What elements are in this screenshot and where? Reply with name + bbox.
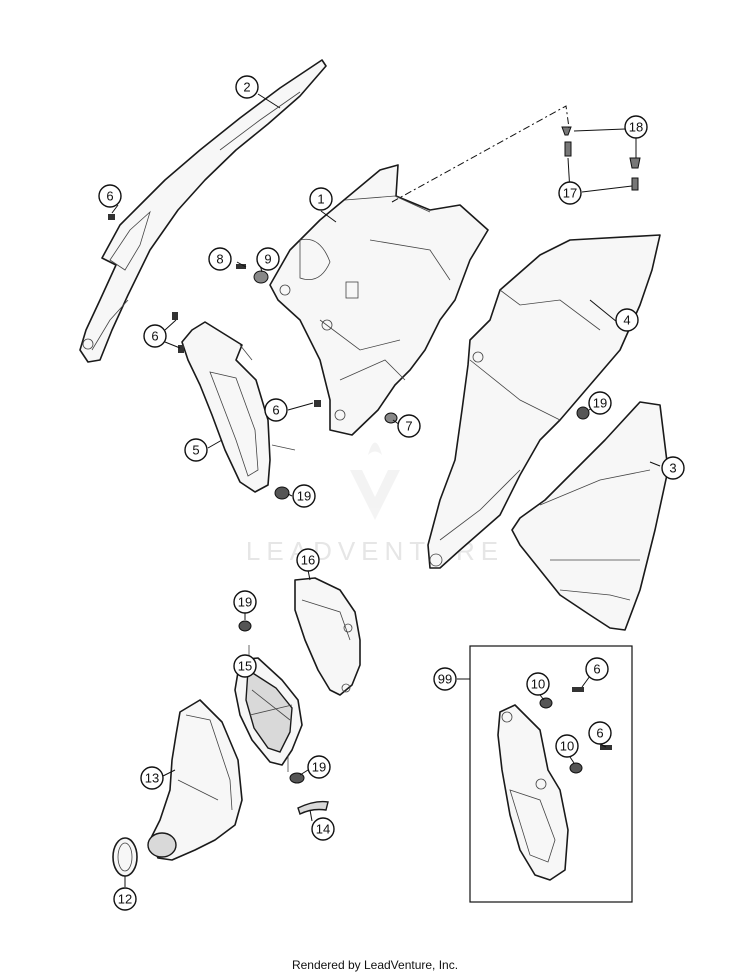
svg-text:15: 15 (238, 659, 252, 674)
svg-text:18: 18 (629, 120, 643, 135)
callout-17: 17 (558, 181, 582, 205)
svg-text:19: 19 (312, 760, 326, 775)
svg-text:17: 17 (563, 186, 577, 201)
callout-19-filter-bottom: 19 (307, 755, 331, 779)
svg-text:19: 19 (238, 595, 252, 610)
svg-text:19: 19 (297, 489, 311, 504)
svg-text:99: 99 (438, 672, 452, 687)
callout-8: 8 (208, 247, 232, 271)
part-5-bracket (181, 321, 296, 493)
svg-text:9: 9 (264, 252, 271, 267)
svg-text:1: 1 (317, 192, 324, 207)
svg-text:7: 7 (405, 419, 412, 434)
callout-4: 4 (615, 308, 639, 332)
callout-13: 13 (140, 766, 164, 790)
callout-6-center: 6 (264, 398, 288, 422)
hardware-group (108, 126, 641, 784)
svg-text:10: 10 (560, 739, 574, 754)
svg-text:10: 10 (531, 677, 545, 692)
callout-1: 1 (309, 187, 333, 211)
part-16-filter-cage (294, 577, 361, 696)
part-4-side-panel (427, 234, 661, 569)
svg-text:13: 13 (145, 771, 159, 786)
callout-19-side-panel: 19 (588, 391, 612, 415)
svg-text:6: 6 (151, 329, 158, 344)
kit-99-group (469, 645, 633, 903)
svg-text:3: 3 (669, 461, 676, 476)
part-3-side-cover (511, 401, 669, 631)
callout-19-bracket: 19 (292, 484, 316, 508)
svg-text:5: 5 (192, 443, 199, 458)
part-12-clamp (112, 837, 138, 877)
part-13-intake-boot (147, 699, 243, 861)
callout-10-lower: 10 (555, 734, 579, 758)
svg-text:2: 2 (243, 80, 250, 95)
callout-9: 9 (256, 247, 280, 271)
part-15-air-filter (234, 645, 303, 772)
svg-text:8: 8 (216, 252, 223, 267)
svg-text:6: 6 (272, 403, 279, 418)
callout-99: 99 (433, 667, 457, 691)
leader-lines (111, 93, 661, 887)
callout-15: 15 (233, 654, 257, 678)
watermark-logo (350, 442, 400, 520)
svg-text:6: 6 (596, 726, 603, 741)
callout-12: 12 (113, 887, 137, 911)
callout-6-middle-left: 6 (143, 324, 167, 348)
svg-text:6: 6 (593, 662, 600, 677)
callout-6-kit-lower: 6 (588, 721, 612, 745)
assembly-guide-line (391, 105, 570, 203)
callout-10-upper: 10 (526, 672, 550, 696)
part-1-airbox (269, 164, 489, 436)
callout-5: 5 (184, 438, 208, 462)
callout-6-kit-upper: 6 (585, 657, 609, 681)
svg-text:14: 14 (316, 822, 330, 837)
part-2-shroud (79, 59, 327, 363)
svg-text:12: 12 (118, 892, 132, 907)
svg-text:16: 16 (301, 553, 315, 568)
callout-7: 7 (397, 414, 421, 438)
svg-text:6: 6 (106, 189, 113, 204)
svg-text:19: 19 (593, 396, 607, 411)
callout-16: 16 (296, 548, 320, 572)
callout-6-upper-left: 6 (98, 184, 122, 208)
svg-text:4: 4 (623, 313, 630, 328)
callout-3: 3 (661, 456, 685, 480)
callout-14: 14 (311, 817, 335, 841)
callout-2: 2 (235, 75, 259, 99)
callout-18: 18 (624, 115, 648, 139)
callout-19-filter-top: 19 (233, 590, 257, 614)
part-14-clip (297, 800, 329, 815)
footer-credit: Rendered by LeadVenture, Inc. (291, 958, 459, 972)
